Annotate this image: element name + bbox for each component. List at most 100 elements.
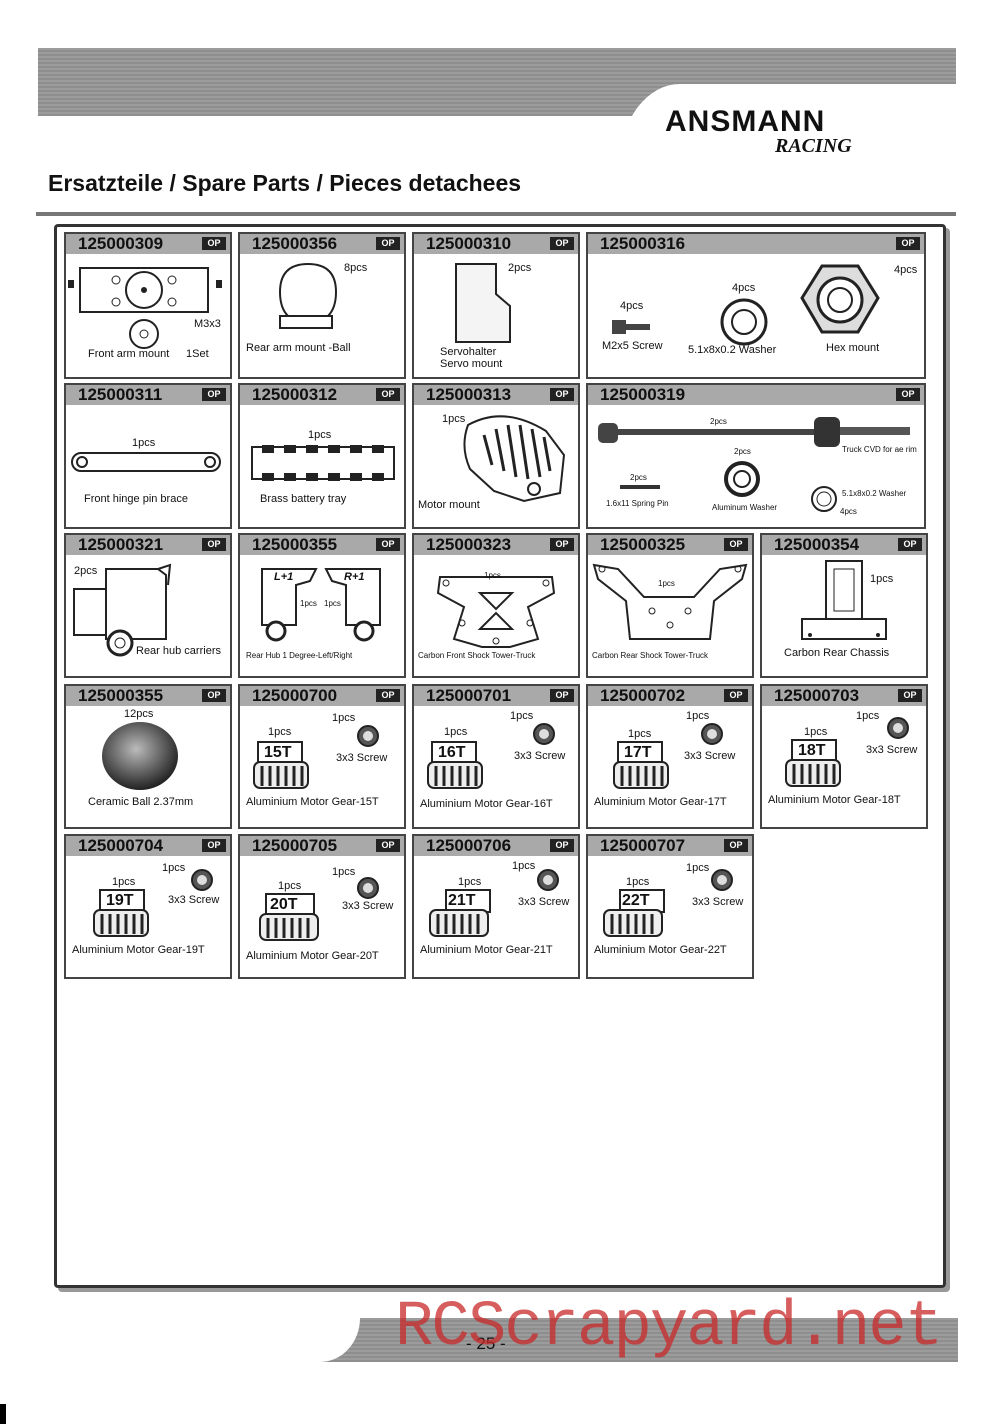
part-label: 1pcs	[112, 876, 136, 888]
part-number: 125000309	[66, 234, 230, 254]
part-card: 125000355 OP 12pcs Ceramic Ball 2.37mm	[64, 684, 232, 829]
part-label: 2pcs	[74, 565, 98, 577]
part-label: 1pcs	[686, 862, 710, 874]
motor-gear-drawing	[429, 869, 559, 937]
rear-chassis-drawing	[801, 560, 887, 640]
part-number: 125000325	[588, 535, 752, 555]
part-number: 125000700	[240, 686, 404, 706]
part-label: 1pcs	[512, 860, 536, 872]
part-card: 125000707 OP 1pcs 1pcs 3x3 Screw 22T Alu…	[586, 834, 754, 979]
part-label: 1pcs	[484, 571, 501, 580]
part-number: 125000702	[588, 686, 752, 706]
part-label: Carbon Front Shock Tower-Truck	[418, 651, 536, 660]
part-number: 125000706	[414, 836, 578, 856]
part-label: 3x3 Screw	[514, 750, 566, 762]
part-label: 8pcs	[344, 262, 368, 274]
part-number: 125000312	[240, 385, 404, 405]
part-label: 1pcs	[332, 712, 356, 724]
part-label: 4pcs	[840, 507, 857, 516]
part-label: 3x3 Screw	[692, 896, 744, 908]
hinge-pin-brace-drawing	[71, 452, 221, 472]
part-label: 3x3 Screw	[866, 744, 918, 756]
part-number: 125000704	[66, 836, 230, 856]
op-badge: OP	[202, 538, 226, 551]
part-card: 125000354 OP 1pcs Carbon Rear Chassis	[760, 533, 928, 678]
part-number: 125000355	[66, 686, 230, 706]
part-label: 1pcs	[324, 599, 341, 608]
part-label: M2x5 Screw	[602, 340, 663, 352]
motor-gear-drawing	[785, 717, 909, 787]
part-label: 1pcs	[510, 710, 534, 722]
part-card: 125000313 OP 1pcs Motor mount	[412, 383, 580, 529]
part-label: Front hinge pin brace	[84, 493, 188, 505]
part-label: Aluminium Motor Gear-16T	[420, 798, 553, 810]
part-label: Motor mount	[418, 499, 480, 511]
part-label: Aluminum Washer	[712, 503, 778, 512]
part-label: 1pcs	[686, 710, 710, 722]
part-label: Brass battery tray	[260, 493, 347, 505]
op-badge: OP	[724, 538, 748, 551]
part-label: 3x3 Screw	[518, 896, 570, 908]
part-card: 125000705 OP 1pcs 1pcs 3x3 Screw 20T Alu…	[238, 834, 406, 979]
part-number: 125000354	[762, 535, 926, 555]
part-number: 125000319	[588, 385, 924, 405]
part-label: 2pcs	[734, 447, 751, 456]
part-label: Carbon Rear Chassis	[784, 647, 890, 659]
part-label: Aluminium Motor Gear-17T	[594, 796, 727, 808]
gear-teeth-label: 19T	[106, 892, 134, 909]
part-label: Front arm mount	[88, 348, 170, 360]
motor-gear-drawing	[93, 869, 213, 937]
motor-gear-drawing	[259, 877, 379, 941]
part-label: L+1	[274, 571, 294, 583]
part-label: 2pcs	[630, 473, 647, 482]
page-title: Ersatzteile / Spare Parts / Pieces detac…	[48, 170, 522, 196]
gear-teeth-label: 22T	[622, 892, 650, 909]
logo-brand: ANSMANN	[665, 105, 826, 138]
part-label: Aluminium Motor Gear-20T	[246, 950, 379, 962]
op-badge: OP	[724, 689, 748, 702]
part-card: 125000356 OP 8pcs Rear arm mount -Ball	[238, 232, 406, 379]
part-card: 125000355 OP L+1 R+1 1pcs 1pcs Rear Hub …	[238, 533, 406, 678]
ceramic-ball-drawing	[102, 722, 178, 790]
part-label: 4pcs	[894, 264, 918, 276]
rear-hub-lr-drawing	[261, 568, 381, 642]
op-badge: OP	[376, 237, 400, 250]
op-badge: OP	[550, 538, 574, 551]
gear-teeth-label: 17T	[624, 744, 652, 761]
op-badge: OP	[376, 538, 400, 551]
footer-cutout	[40, 1318, 360, 1362]
part-number: 125000313	[414, 385, 578, 405]
motor-gear-drawing	[603, 869, 733, 937]
ansmann-racing-logo: ANSMANN RACING	[665, 105, 895, 163]
motor-gear-drawing	[613, 723, 723, 789]
op-badge: OP	[550, 388, 574, 401]
op-badge: OP	[376, 839, 400, 852]
part-number: 125000310	[414, 234, 578, 254]
page-number: - 25 -	[466, 1334, 506, 1353]
scan-edge	[0, 1404, 6, 1424]
part-number: 125000356	[240, 234, 404, 254]
part-label: 1pcs	[332, 866, 356, 878]
part-label: 3x3 Screw	[336, 752, 388, 764]
part-label: Aluminium Motor Gear-22T	[594, 944, 727, 956]
part-label: 1pcs	[804, 726, 828, 738]
part-label: 4pcs	[620, 300, 644, 312]
op-badge: OP	[550, 689, 574, 702]
op-badge: OP	[898, 538, 922, 551]
part-label: R+1	[344, 571, 365, 583]
part-label: 1pcs	[444, 726, 468, 738]
logo-sub: RACING	[775, 135, 852, 157]
op-badge: OP	[202, 388, 226, 401]
part-label: Aluminium Motor Gear-18T	[768, 794, 901, 806]
part-card: 125000310 OP 2pcs Servohalter Servo moun…	[412, 232, 580, 379]
part-number: 125000311	[66, 385, 230, 405]
part-card: 125000309 OP M3x3 Front arm mount 1Set	[64, 232, 232, 379]
op-badge: OP	[376, 689, 400, 702]
motor-gear-drawing	[253, 725, 379, 789]
part-label: 3x3 Screw	[168, 894, 220, 906]
part-label: 5.1x8x0.2 Washer	[688, 344, 777, 356]
part-label: Aluminium Motor Gear-15T	[246, 796, 379, 808]
part-label: 2pcs	[710, 417, 727, 426]
part-label: 1pcs	[162, 862, 186, 874]
op-badge: OP	[202, 689, 226, 702]
